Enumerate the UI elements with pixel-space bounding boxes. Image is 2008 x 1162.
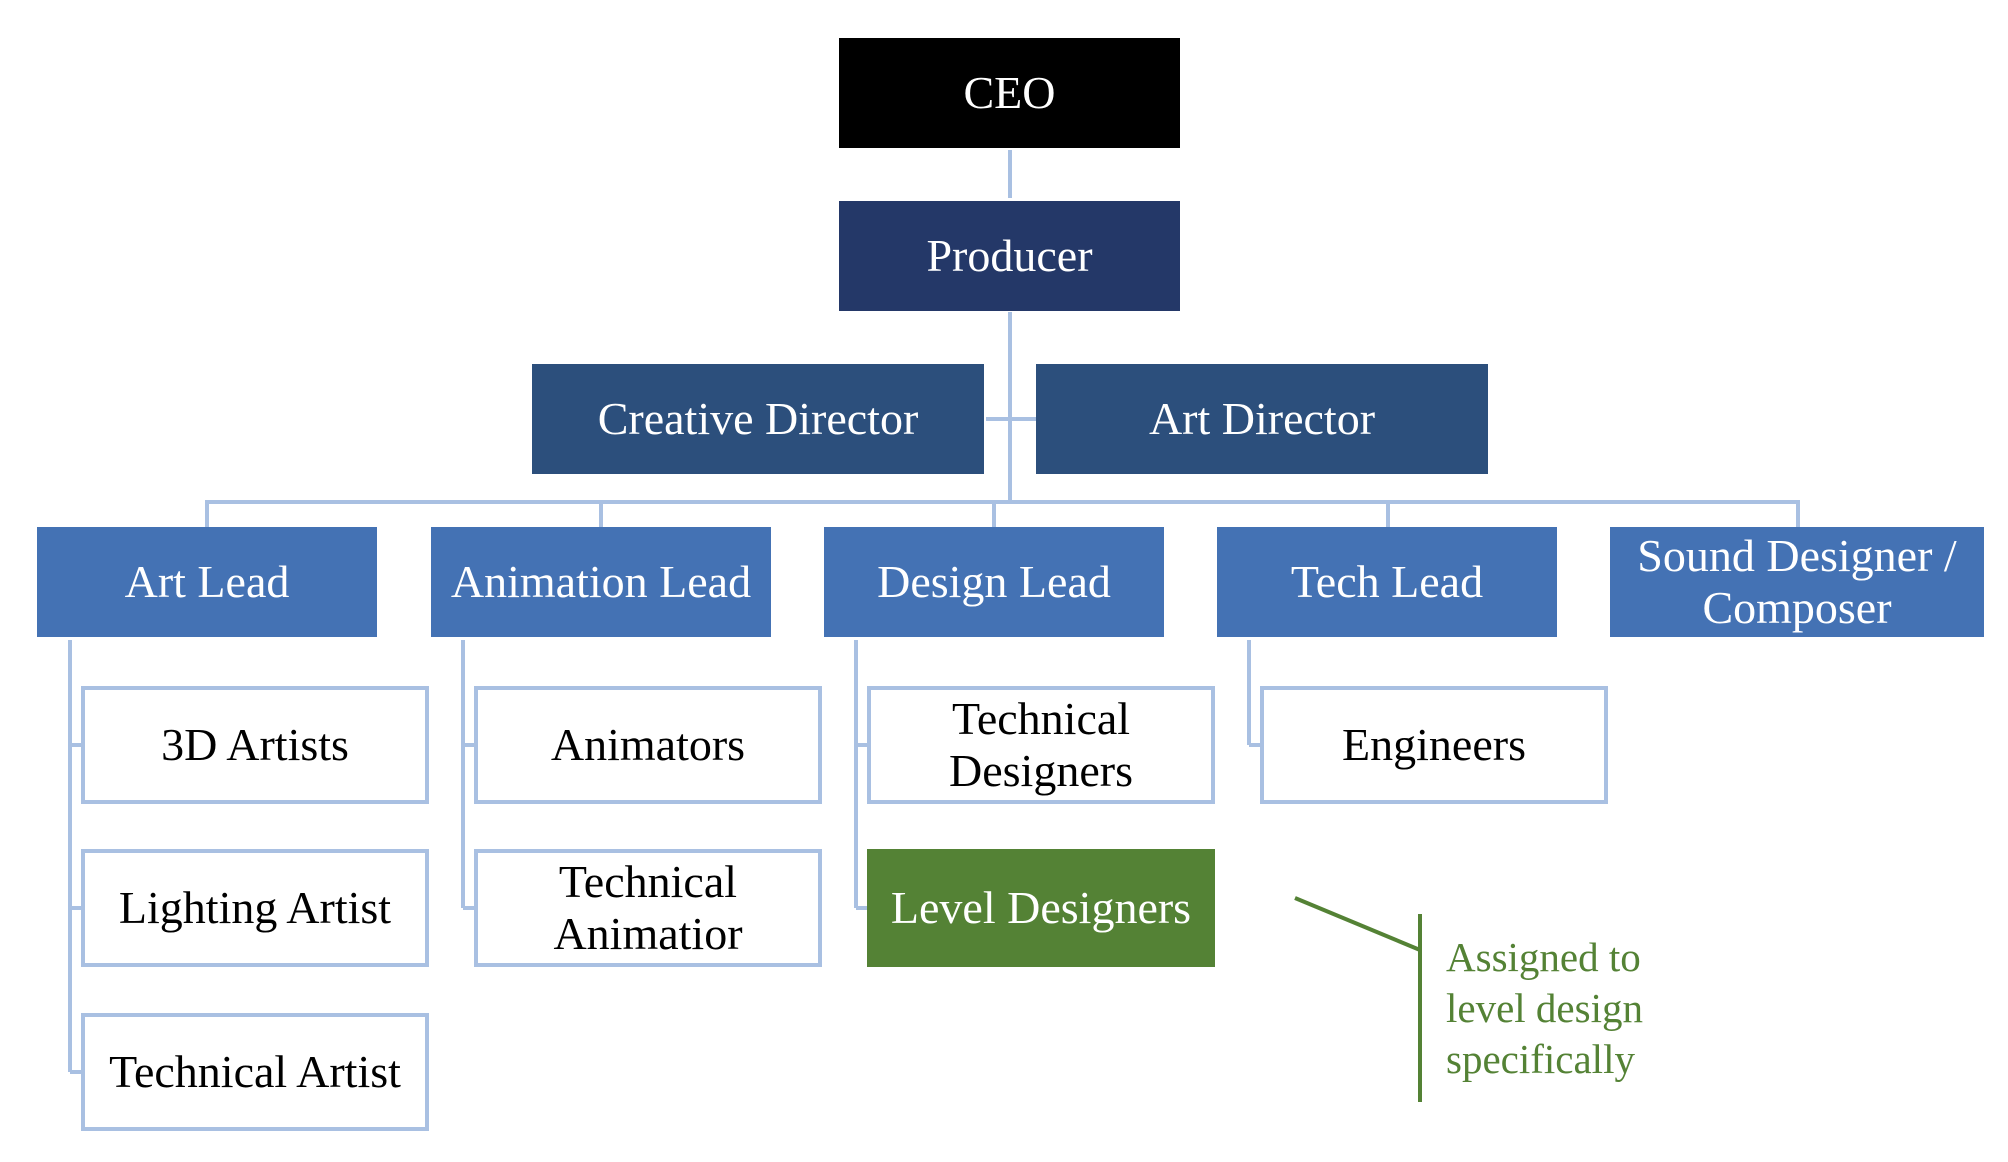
member-animators: Animators bbox=[474, 686, 822, 804]
producer-label: Producer bbox=[926, 230, 1093, 282]
member-engineers: Engineers bbox=[1260, 686, 1608, 804]
annotation-text: Assigned to level design specifically bbox=[1446, 934, 1643, 1082]
producer-box: Producer bbox=[839, 201, 1180, 311]
member-technical-artist: Technical Artist bbox=[81, 1013, 429, 1131]
art-director-label: Art Director bbox=[1148, 393, 1376, 445]
creative-director-box: Creative Director bbox=[532, 364, 984, 474]
tech-lead-label: Tech Lead bbox=[1290, 556, 1484, 608]
tech-lead-box: Tech Lead bbox=[1217, 527, 1557, 637]
member-label: Technical Designers bbox=[949, 693, 1133, 796]
member-lighting-artist: Lighting Artist bbox=[81, 849, 429, 967]
member-level-designers: Level Designers bbox=[867, 849, 1215, 967]
member-technical-designers: Technical Designers bbox=[867, 686, 1215, 804]
member-label: Technical Animatior bbox=[553, 856, 743, 959]
ceo-label: CEO bbox=[963, 67, 1056, 119]
member-label: 3D Artists bbox=[161, 719, 349, 771]
design-lead-label: Design Lead bbox=[877, 556, 1111, 608]
member-label: Technical Artist bbox=[109, 1046, 401, 1098]
sound-lead-label: Sound Designer / Composer bbox=[1637, 530, 1957, 633]
art-director-box: Art Director bbox=[1036, 364, 1488, 474]
member-3d-artists: 3D Artists bbox=[81, 686, 429, 804]
member-label: Lighting Artist bbox=[118, 882, 392, 934]
member-label: Level Designers bbox=[890, 882, 1192, 934]
art-lead-label: Art Lead bbox=[124, 556, 290, 608]
member-label: Engineers bbox=[1342, 719, 1526, 771]
animation-lead-label: Animation Lead bbox=[450, 556, 752, 608]
annotation-pointer bbox=[1294, 896, 1421, 952]
creative-director-label: Creative Director bbox=[597, 393, 919, 445]
ceo-box: CEO bbox=[839, 38, 1180, 148]
design-lead-box: Design Lead bbox=[824, 527, 1164, 637]
animation-lead-box: Animation Lead bbox=[431, 527, 771, 637]
art-lead-box: Art Lead bbox=[37, 527, 377, 637]
member-label: Animators bbox=[550, 719, 746, 771]
sound-lead-box: Sound Designer / Composer bbox=[1610, 527, 1984, 637]
member-technical-animatior: Technical Animatior bbox=[474, 849, 822, 967]
